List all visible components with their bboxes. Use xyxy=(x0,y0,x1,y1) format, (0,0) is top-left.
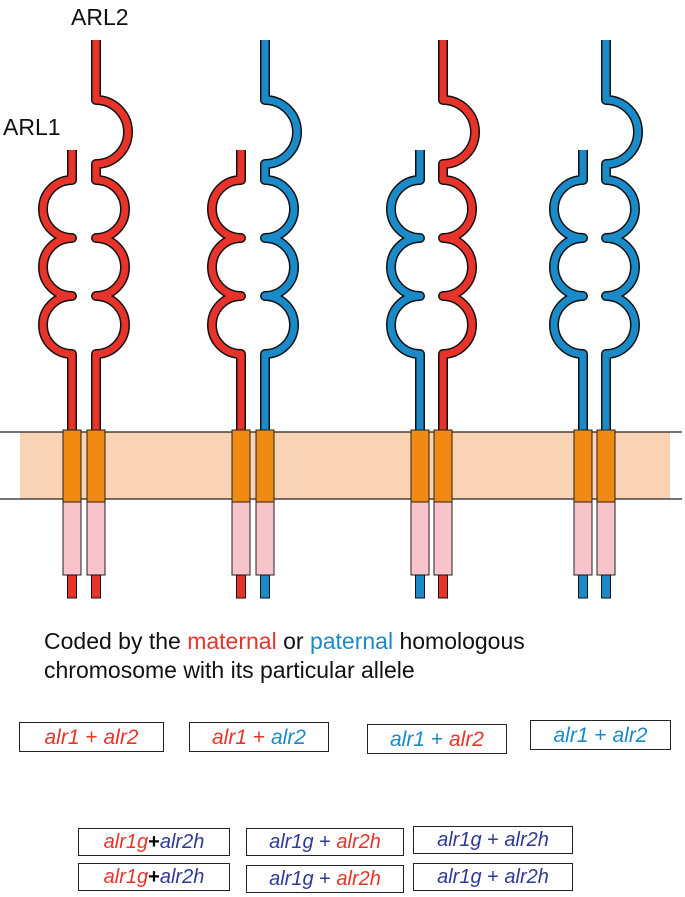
caption-line2: chromosome with its particular allele xyxy=(44,657,415,683)
caption-maternal: maternal xyxy=(187,628,277,654)
arl1-transmembrane-1 xyxy=(62,429,82,599)
arl1-transmembrane-4 xyxy=(573,429,593,599)
arl2-label: ARL2 xyxy=(71,4,129,30)
cell-membrane xyxy=(20,432,670,499)
arl1-chain-2 xyxy=(207,150,246,432)
arl2-chain-3 xyxy=(438,40,480,432)
variant-box-4: alr1g+alr2h xyxy=(78,863,230,891)
arl2-chain-2 xyxy=(260,40,302,432)
arl2-transmembrane-2 xyxy=(255,429,275,599)
variant-box-5: alr1g + alr2h xyxy=(246,865,404,893)
arl2-transmembrane-3 xyxy=(433,429,453,599)
caption-suffix: homologous xyxy=(393,628,525,654)
arl1-chain-1 xyxy=(38,150,77,432)
caption-or: or xyxy=(276,628,310,654)
caption-prefix: Coded by the xyxy=(44,628,188,654)
allele-box-mat-mat: alr1 + alr2 xyxy=(19,722,164,752)
arl2-chain-1 xyxy=(91,40,133,432)
variant-box-2: alr1g + alr2h xyxy=(246,828,404,856)
arl2-transmembrane-1 xyxy=(86,429,106,599)
arl1-transmembrane-3 xyxy=(410,429,430,599)
arl1-label: ARL1 xyxy=(3,114,61,140)
caption: Coded by the maternal or paternal homolo… xyxy=(44,627,525,685)
variant-box-1: alr1g+alr2h xyxy=(78,828,230,856)
arl2-chain-4 xyxy=(601,40,643,432)
arl1-transmembrane-2 xyxy=(231,429,251,599)
arl2-transmembrane-4 xyxy=(596,429,616,599)
variant-box-6: alr1g + alr2h xyxy=(413,863,573,891)
variant-box-3: alr1g + alr2h xyxy=(413,826,573,854)
allele-box-pat-mat: alr1 + alr2 xyxy=(367,724,507,754)
arl1-chain-3 xyxy=(386,150,425,432)
allele-box-mat-pat: alr1 + alr2 xyxy=(189,722,329,752)
caption-paternal: paternal xyxy=(309,628,394,654)
allele-box-pat-pat: alr1 + alr2 xyxy=(530,720,671,750)
arl1-chain-4 xyxy=(549,150,588,432)
